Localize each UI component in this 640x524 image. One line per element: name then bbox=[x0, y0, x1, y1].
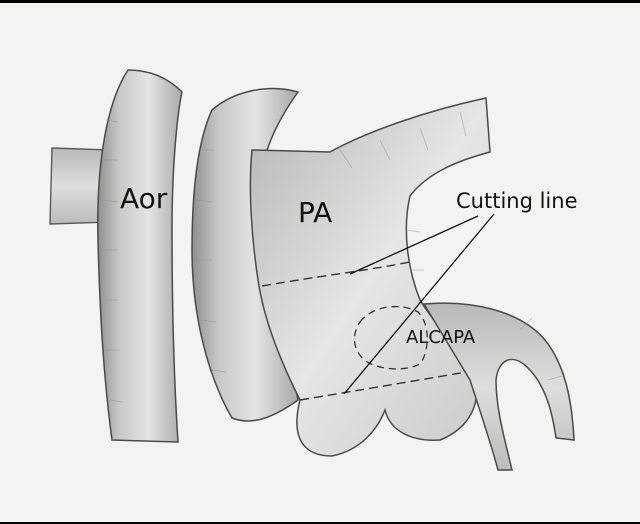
alcapa-vessel bbox=[422, 302, 575, 471]
aorta-label: Aor bbox=[120, 182, 168, 215]
cutting-line-pointer-upper bbox=[349, 215, 479, 275]
pulmonary-artery bbox=[249, 97, 491, 457]
coronary-button-outline bbox=[353, 305, 428, 370]
cutting-line-label: Cutting line bbox=[456, 189, 578, 213]
cutting-line-lower bbox=[299, 371, 467, 401]
alcapa-label: ALCAPA bbox=[406, 327, 476, 348]
pa-label: PA bbox=[298, 196, 332, 229]
sketch-hatching bbox=[101, 111, 563, 403]
aorta-vessel bbox=[97, 69, 183, 443]
cutting-line-upper bbox=[261, 261, 411, 287]
cutting-line-pointer-lower bbox=[343, 213, 495, 395]
